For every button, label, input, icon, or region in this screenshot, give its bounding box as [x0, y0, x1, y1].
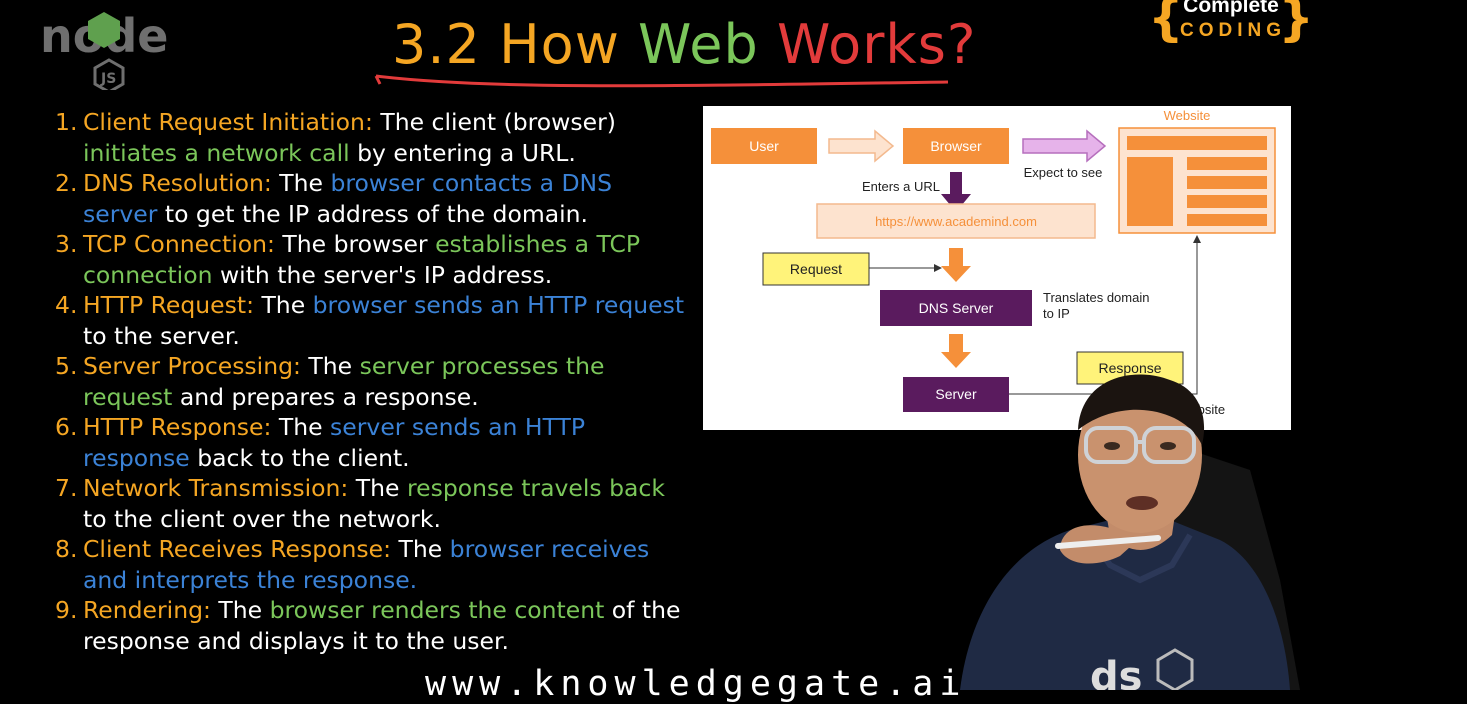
step-text: The browser: [274, 230, 436, 258]
dns-label: DNS Server: [919, 300, 994, 316]
step-text: The: [348, 474, 407, 502]
step-text: to get the IP address of the domain.: [157, 199, 589, 228]
step-item: 4.HTTP Request: The browser sends an HTT…: [50, 290, 690, 351]
step-text: back to the client.: [189, 443, 410, 472]
step-text: browser receives and interprets the resp…: [83, 535, 650, 594]
dns-server-box: DNS Server: [880, 290, 1032, 326]
request-box: Request: [762, 252, 870, 286]
title-underline: [374, 74, 949, 88]
step-text: The: [253, 291, 313, 319]
steps-list: 1.Client Request Initiation: The client …: [50, 107, 690, 656]
brand-line1: Complete: [1183, 0, 1279, 17]
step-heading: Rendering:: [83, 596, 211, 624]
step-heading: Server Processing:: [83, 352, 301, 380]
brand-line2: CODING: [1180, 20, 1286, 41]
step-item: 5.Server Processing: The server processe…: [50, 351, 690, 412]
step-text: The client (browser): [372, 108, 616, 136]
enters-url-arrow: [941, 172, 971, 212]
step-item: 7.Network Transmission: The response tra…: [50, 473, 690, 534]
step-heading: HTTP Request:: [83, 291, 254, 319]
step-text: browser sends an HTTP request: [312, 291, 685, 319]
server-box: Server: [903, 377, 1009, 412]
web-flow-diagram: User Browser Expect to see Website Enter…: [703, 106, 1291, 430]
step-heading: TCP Connection:: [83, 230, 275, 258]
step-text: by entering a URL.: [349, 138, 576, 167]
step-item: 1.Client Request Initiation: The client …: [50, 107, 690, 168]
step-text: browser contacts a DNS server: [83, 169, 613, 228]
title-how: How: [499, 13, 620, 76]
step-heading: HTTP Response:: [83, 413, 272, 441]
user-browser-arrow: [828, 129, 895, 163]
dns-in-arrow: [941, 248, 971, 282]
step-text: The: [271, 413, 331, 441]
user-label: User: [749, 138, 779, 154]
step-number: 9.: [55, 596, 78, 624]
svg-text:ds: ds: [1090, 654, 1142, 690]
step-text: to the server.: [83, 321, 240, 350]
step-number: 4.: [55, 291, 78, 319]
step-number: 6.: [55, 413, 78, 441]
step-number: 5.: [55, 352, 78, 380]
step-text: initiates a network call: [83, 138, 350, 167]
step-number: 1.: [55, 108, 78, 136]
response-box: Response: [1076, 351, 1184, 385]
server-in-arrow: [941, 334, 971, 368]
expect-label: Expect to see: [1024, 165, 1103, 180]
step-text: browser renders the content: [269, 596, 605, 624]
step-heading: Network Transmission:: [83, 474, 349, 502]
server-label: Server: [935, 386, 977, 402]
step-text: establishes a TCP connection: [83, 230, 641, 289]
website-mockup: Website: [1118, 108, 1276, 234]
title-number: 3.2: [392, 13, 481, 76]
step-text: The: [300, 352, 360, 380]
nodejs-logo: node JS: [40, 9, 168, 90]
step-text: The: [391, 535, 450, 563]
url-bar: https://www.academind.com: [816, 203, 1096, 239]
browser-box: Browser: [903, 128, 1009, 164]
complete-coding-logo: { Complete CODING }: [1148, 0, 1314, 52]
step-text: with the server's IP address.: [212, 260, 553, 289]
step-number: 8.: [55, 535, 78, 563]
step-item: 8.Client Receives Response: The browser …: [50, 534, 690, 595]
page-title: 3.2 How Web Works?: [392, 10, 977, 80]
step-text: server sends an HTTP response: [83, 413, 586, 472]
browser-label: Browser: [930, 138, 982, 154]
watermark-url: www.knowledgegate.ai: [425, 664, 967, 704]
expect-arrow: [1022, 129, 1107, 163]
step-number: 3.: [55, 230, 78, 258]
step-number: 7.: [55, 474, 78, 502]
step-text: server processes the request: [83, 352, 605, 411]
translates-label: Translates domain to IP: [1043, 290, 1150, 321]
step-item: 2.DNS Resolution: The browser contacts a…: [50, 168, 690, 229]
step-text: to the client over the network.: [83, 504, 441, 533]
enters-url-label: Enters a URL: [862, 179, 940, 194]
server-website-line: [1009, 235, 1201, 395]
step-number: 2.: [55, 169, 78, 197]
step-item: 9.Rendering: The browser renders the con…: [50, 595, 690, 656]
step-heading: Client Request Initiation:: [83, 108, 373, 136]
step-text: response travels back: [406, 474, 665, 502]
step-item: 3.TCP Connection: The browser establishe…: [50, 229, 690, 290]
website-label: Website: [1164, 108, 1211, 123]
response-label: Response: [1098, 360, 1161, 376]
title-web: Web: [638, 13, 759, 76]
step-heading: Client Receives Response:: [83, 535, 392, 563]
url-text: https://www.academind.com: [875, 214, 1037, 229]
step-heading: DNS Resolution:: [83, 169, 272, 197]
step-text: The: [210, 596, 270, 624]
step-text: of the response and displays it to the u…: [83, 596, 681, 655]
presenter-video: ds: [960, 374, 1300, 690]
request-label: Request: [790, 261, 842, 277]
svg-text:JS: JS: [100, 71, 116, 87]
step-item: 6.HTTP Response: The server sends an HTT…: [50, 412, 690, 473]
step-text: The: [271, 169, 331, 197]
user-box: User: [711, 128, 817, 164]
step-text: and prepares a response.: [172, 382, 479, 411]
title-works: Works?: [776, 13, 977, 76]
